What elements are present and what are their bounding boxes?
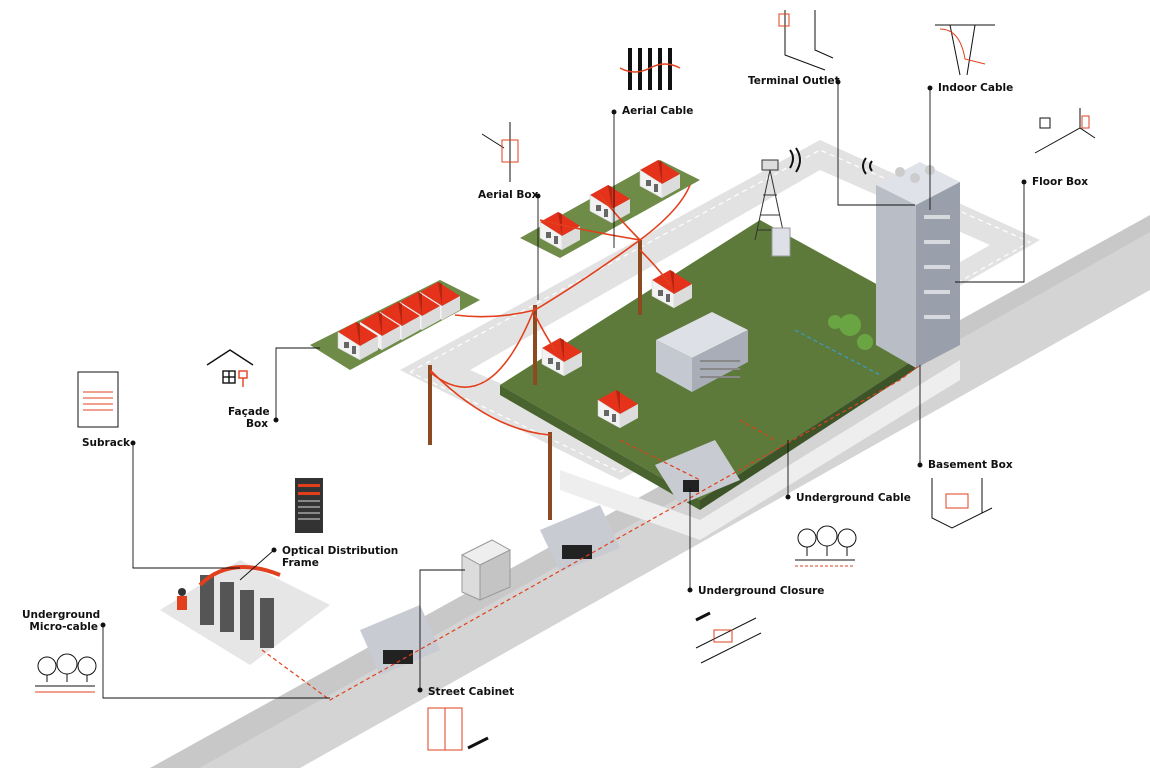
aerial-box-icon	[481, 122, 519, 182]
label-aerial-box: Aerial Box	[478, 189, 539, 201]
micro-cable-icon	[35, 653, 97, 693]
cell-tower-icon	[754, 147, 801, 257]
label-underground-micro-cable: Underground Micro-cable	[22, 609, 101, 633]
label-subrack: Subrack	[82, 437, 131, 449]
label-basement-box: Basement Box	[928, 459, 1013, 471]
label-terminal-outlet: Terminal Outlet	[748, 75, 840, 87]
terminal-outlet-icon	[778, 10, 834, 71]
houses-top-row	[520, 159, 700, 258]
tall-building	[862, 157, 960, 368]
street-cabinet-icon	[427, 707, 489, 751]
indoor-cable-icon	[935, 24, 995, 76]
label-floor-box: Floor Box	[1032, 176, 1089, 188]
floor-box-icon	[1034, 108, 1096, 154]
leader-lines	[102, 82, 1025, 699]
underground-cable-path	[261, 329, 921, 701]
label-street-cabinet: Street Cabinet	[428, 686, 515, 698]
leader-dots	[100, 79, 1027, 693]
row-houses	[310, 280, 480, 370]
data-center	[160, 560, 330, 665]
street-cabinet	[460, 539, 512, 601]
label-indoor-cable: Indoor Cable	[938, 82, 1014, 94]
label-underground-closure: Underground Closure	[698, 585, 825, 597]
utility-poles	[428, 240, 642, 520]
odf-icon	[295, 478, 323, 533]
basement-box-icon	[931, 478, 993, 529]
label-aerial-cable: Aerial Cable	[622, 105, 694, 117]
office-building	[656, 312, 748, 392]
subrack-icon	[77, 371, 119, 428]
aerial-cable-icon	[619, 48, 681, 90]
house-facade-icon	[206, 349, 254, 387]
trees	[828, 314, 873, 350]
label-optical-distribution-frame: Optical Distribution Frame	[282, 545, 399, 569]
underground-closure-icon	[695, 611, 762, 664]
aerial-cables	[429, 184, 691, 436]
label-facade-box: Façade Box	[228, 406, 270, 430]
underground-cable-icon	[795, 525, 857, 567]
label-underground-cable: Underground Cable	[796, 492, 911, 504]
